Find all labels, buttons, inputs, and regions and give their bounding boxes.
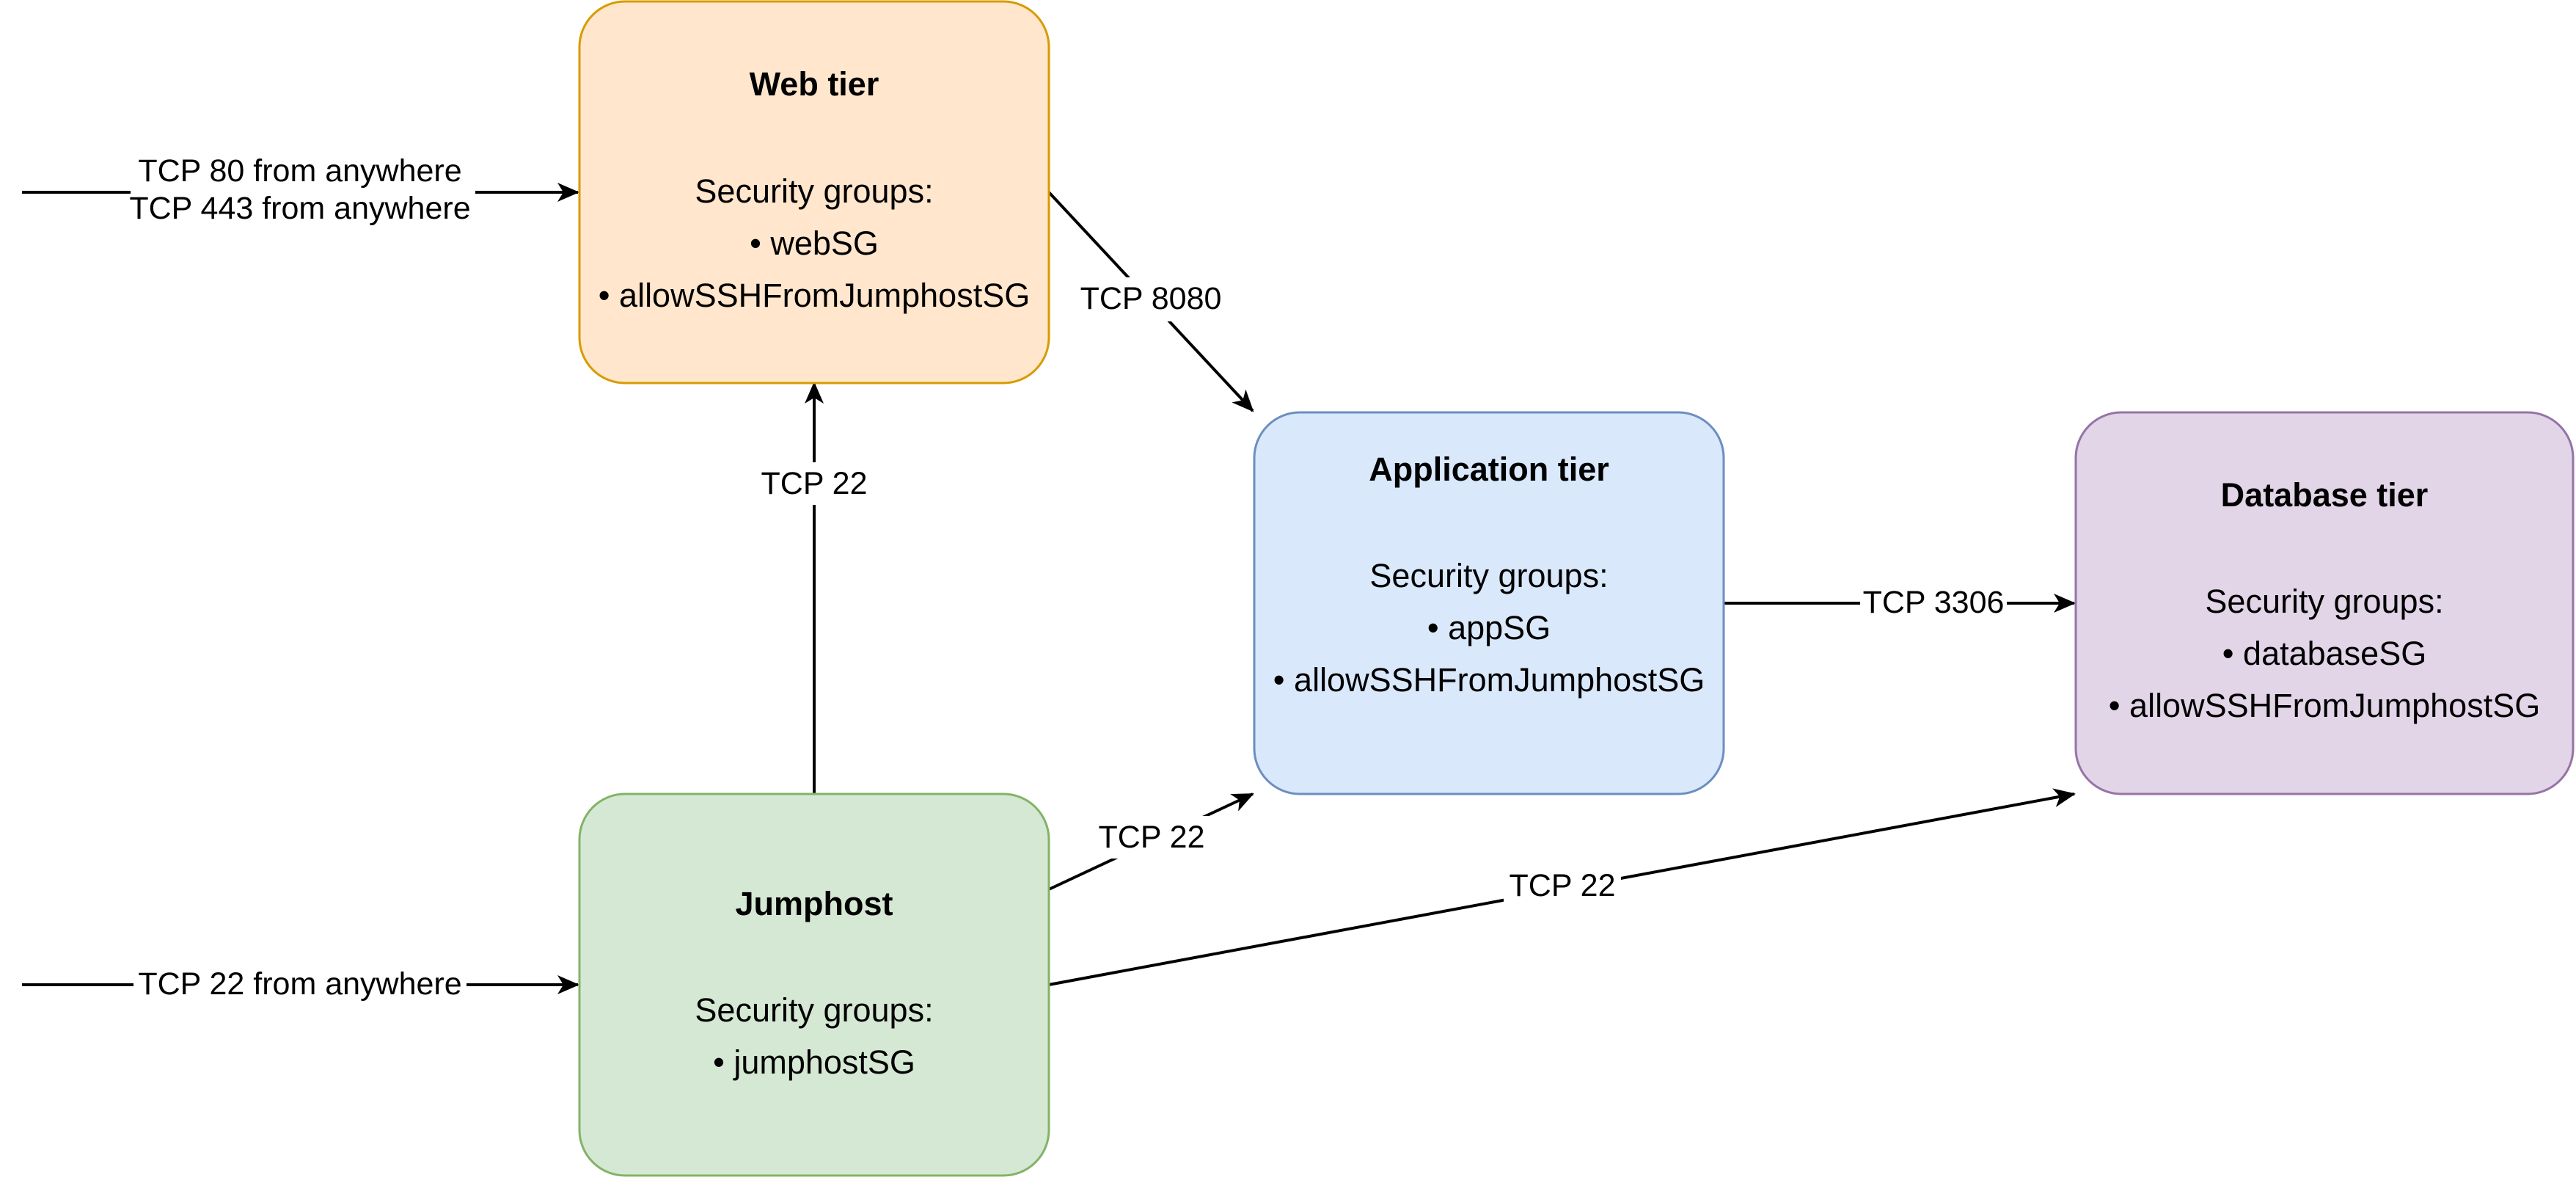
node-application-tier[interactable]: Application tier Security groups: • appS… — [1253, 411, 1725, 795]
node-web-tier-sg-item: • allowSSHFromJumphostSG — [599, 277, 1030, 314]
edge-internet-to-web: TCP 80 from anywhere TCP 443 from anywhe… — [22, 151, 579, 226]
node-web-tier-box — [578, 0, 1050, 385]
node-application-tier-title: Application tier — [1369, 451, 1609, 488]
edge-jump-to-db: TCP 22 — [1048, 788, 2076, 986]
node-web-tier[interactable]: Web tier Security groups: • webSG • allo… — [578, 0, 1050, 385]
edge-label-internet-web-line1: TCP 80 from anywhere — [138, 153, 461, 189]
node-jumphost-sg-heading: Security groups: — [695, 991, 933, 1029]
node-web-tier-title: Web tier — [750, 65, 879, 103]
edge-web-to-app: TCP 8080 — [1047, 191, 1254, 412]
node-application-tier-box — [1253, 411, 1725, 795]
node-jumphost-title: Jumphost — [735, 885, 893, 922]
edge-label-internet-web-line2: TCP 443 from anywhere — [129, 191, 470, 226]
node-application-tier-sg-heading: Security groups: — [1369, 557, 1608, 594]
node-jumphost[interactable]: Jumphost Security groups: • jumphostSG — [578, 792, 1050, 1177]
node-database-tier-title: Database tier — [2221, 476, 2429, 514]
edge-jump-to-web: TCP 22 — [755, 382, 873, 794]
node-application-tier-sg-item: • appSG — [1427, 609, 1551, 646]
edge-label-web-app: TCP 8080 — [1080, 281, 1222, 316]
edge-label-internet-jump: TCP 22 from anywhere — [138, 966, 461, 1002]
node-database-tier[interactable]: Database tier Security groups: • databas… — [2074, 411, 2575, 795]
node-web-tier-sg-item: • webSG — [750, 225, 879, 262]
edge-app-to-db: TCP 3306 — [1724, 581, 2076, 624]
node-database-tier-sg-heading: Security groups: — [2205, 583, 2443, 620]
node-database-tier-sg-item: • allowSSHFromJumphostSG — [2109, 687, 2540, 724]
edge-label-jump-web: TCP 22 — [761, 466, 868, 501]
node-jumphost-box — [578, 792, 1050, 1177]
edge-label-app-db: TCP 3306 — [1863, 585, 2005, 620]
edge-label-jump-app: TCP 22 — [1099, 820, 1205, 855]
edge-label-jump-db: TCP 22 — [1510, 868, 1616, 903]
node-application-tier-sg-item: • allowSSHFromJumphostSG — [1273, 661, 1705, 699]
edge-jump-to-app: TCP 22 — [1048, 792, 1254, 891]
node-database-tier-box — [2074, 411, 2575, 795]
edge-internet-to-jump: TCP 22 from anywhere — [22, 963, 579, 1005]
node-jumphost-sg-item: • jumphostSG — [713, 1043, 915, 1081]
node-database-tier-sg-item: • databaseSG — [2222, 635, 2426, 672]
node-web-tier-sg-heading: Security groups: — [695, 172, 933, 210]
